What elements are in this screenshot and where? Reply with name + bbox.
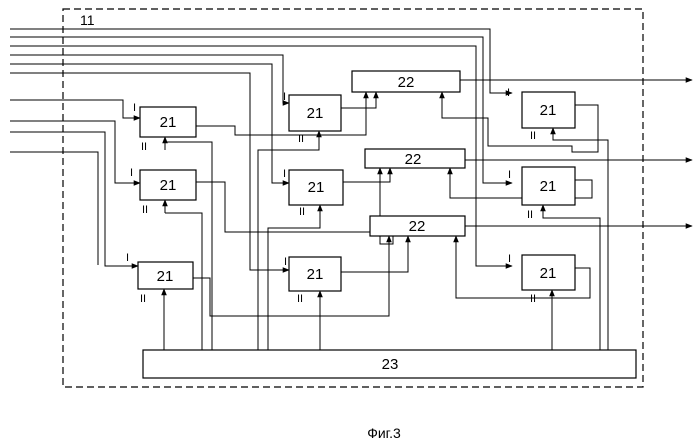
port-i-left-top: I <box>133 102 136 114</box>
port-i-right-top: I <box>507 87 510 99</box>
block-23-label: 23 <box>382 356 399 373</box>
port-ii-left-bot: II <box>140 293 146 305</box>
link-tc-to-22top <box>341 92 376 108</box>
port-i-center-mid: I <box>283 168 286 180</box>
link-22top-region-to-tc-control <box>258 131 319 350</box>
port-i-center-top: I <box>283 91 286 103</box>
block-21-center-top-label: 21 <box>307 105 324 122</box>
link-mc-to-22mid <box>343 168 390 182</box>
block-21-left-top-label: 21 <box>160 114 177 131</box>
block-21-right-mid-label: 21 <box>540 178 557 195</box>
port-ii-center-bot: II <box>297 293 303 305</box>
port-i-left-bot: I <box>126 252 129 264</box>
figure-caption: Фиг.3 <box>367 425 401 441</box>
block-21-left-bot-label: 21 <box>157 268 174 285</box>
block-22-top-label: 22 <box>398 74 415 91</box>
port-ii-right-top: II <box>530 130 536 142</box>
block-22-mid-label: 22 <box>405 151 422 168</box>
port-i-right-bot: I <box>508 253 511 265</box>
enclosure-label: 11 <box>80 12 95 28</box>
port-ii-right-bot: II <box>530 293 536 305</box>
block-21-right-bot-label: 21 <box>540 265 557 282</box>
port-ii-left-top: II <box>141 141 147 153</box>
port-ii-center-mid: II <box>299 206 305 218</box>
port-i-right-mid: I <box>508 169 511 181</box>
block-21-left-mid-label: 21 <box>160 177 177 194</box>
block-21-center-mid-label: 21 <box>308 179 325 196</box>
block-21-center-bot-label: 21 <box>307 266 324 283</box>
block-21-right-top-label: 21 <box>540 102 557 119</box>
port-i-left-mid: I <box>130 167 133 179</box>
port-i-center-bot: I <box>284 256 287 268</box>
block-22-bot-label: 22 <box>409 218 426 235</box>
port-ii-left-mid: II <box>142 204 148 216</box>
port-ii-center-top: II <box>298 133 304 145</box>
input-line-7 <box>10 100 140 118</box>
wiring <box>10 29 692 350</box>
link-bc-to-22bot <box>341 236 408 272</box>
input-line-4 <box>10 55 289 103</box>
port-ii-right-mid: II <box>527 209 533 221</box>
input-line-10 <box>10 152 98 265</box>
